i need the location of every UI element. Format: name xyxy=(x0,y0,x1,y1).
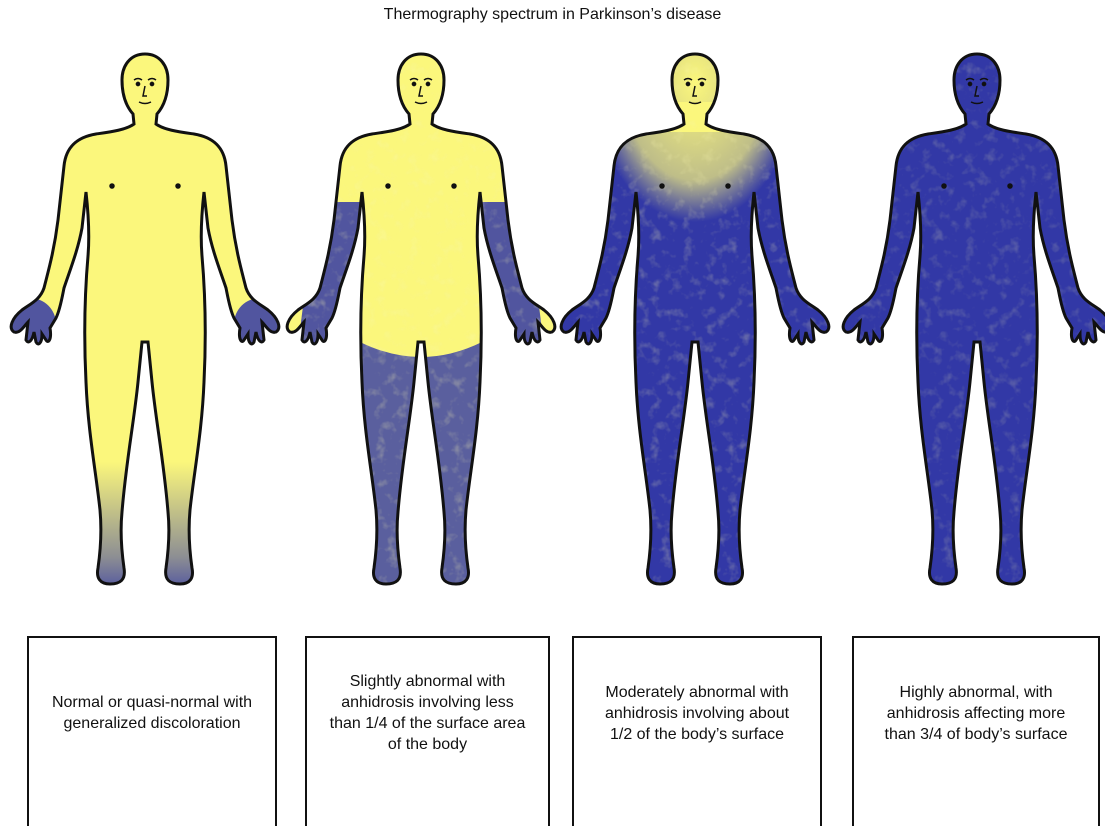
body-figure-highly-abnormal xyxy=(832,42,1105,602)
stage-label-text: Highly abnormal, with anhidrosis affecti… xyxy=(854,682,1098,745)
body-figure-normal xyxy=(0,42,290,602)
stage-label-slightly-abnormal: Slightly abnormal with anhidrosis involv… xyxy=(305,636,550,826)
stage-label-text: Slightly abnormal with anhidrosis involv… xyxy=(307,671,548,755)
body-figure-slightly-abnormal xyxy=(276,42,566,602)
stage-label-highly-abnormal: Highly abnormal, with anhidrosis affecti… xyxy=(852,636,1100,826)
stage-label-text: Moderately abnormal with anhidrosis invo… xyxy=(574,682,820,745)
stage-label-text: Normal or quasi-normal with generalized … xyxy=(29,692,275,734)
figure-title: Thermography spectrum in Parkinson’s dis… xyxy=(0,6,1105,24)
stage-label-normal: Normal or quasi-normal with generalized … xyxy=(27,636,277,826)
body-figure-moderately-abnormal xyxy=(550,42,840,602)
stage-label-moderately-abnormal: Moderately abnormal with anhidrosis invo… xyxy=(572,636,822,826)
